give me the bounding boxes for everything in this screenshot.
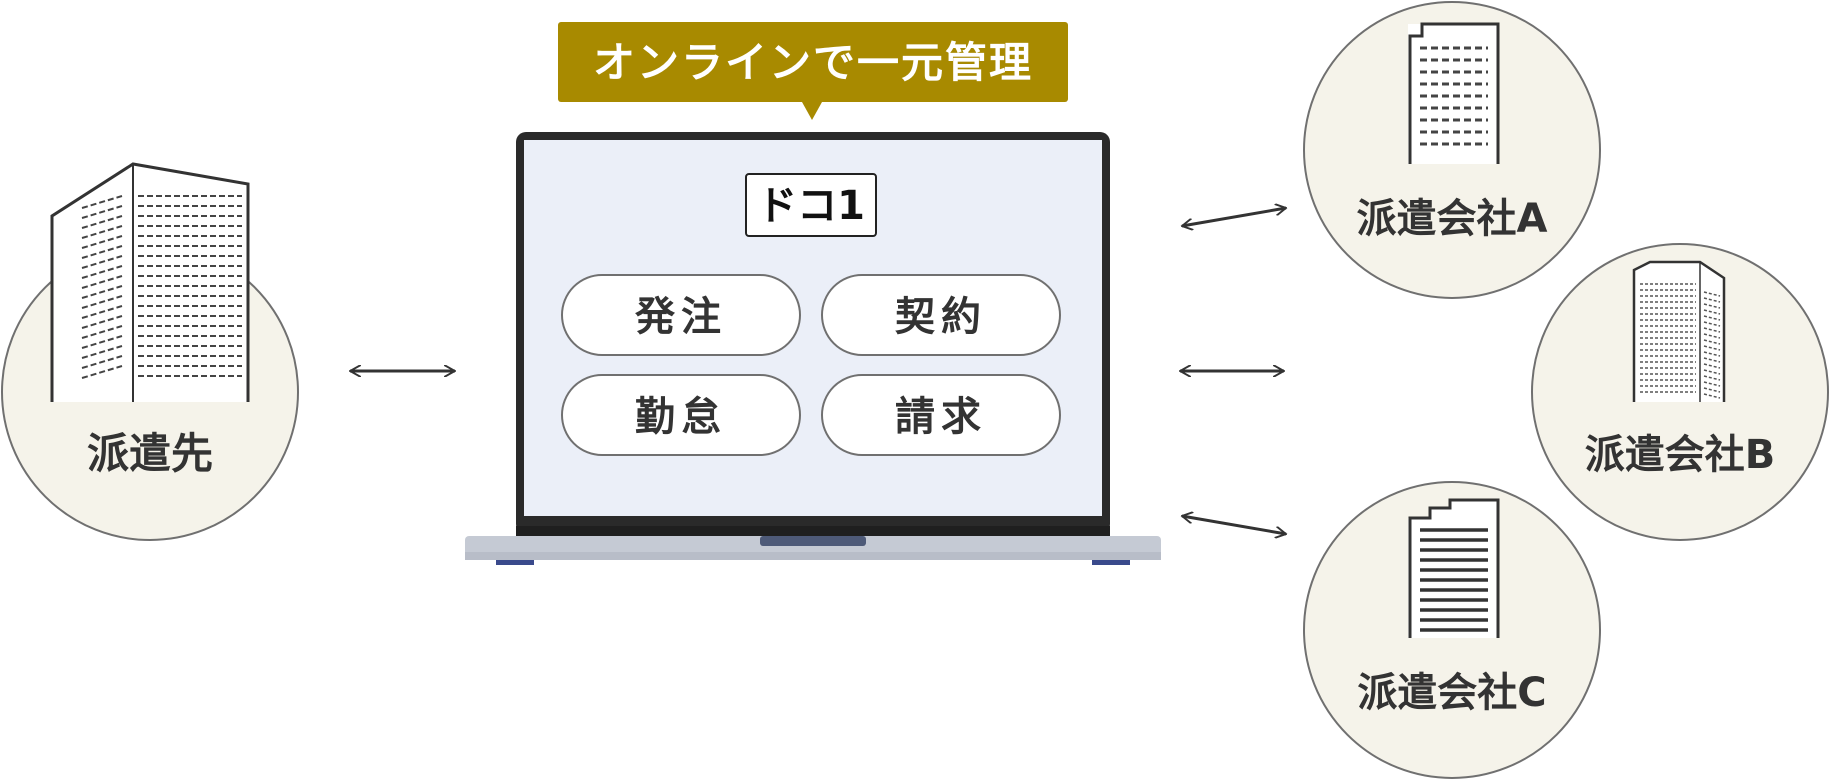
building-window-row (81, 315, 123, 329)
arrow-laptop-agency-a (1182, 208, 1286, 226)
building-window-row (81, 335, 123, 349)
building-window-row (1703, 345, 1721, 351)
building-window-row (1703, 321, 1721, 327)
building-window-row (1703, 315, 1721, 321)
building-window-row (81, 195, 123, 209)
client-node: 派遣先 (1, 162, 299, 541)
building-icon (1632, 260, 1726, 402)
building-icon (1408, 22, 1500, 164)
banner: オンラインで一元管理 (558, 22, 1068, 120)
logo-box (745, 173, 877, 237)
building-window-row (1703, 375, 1721, 381)
building-window-row (81, 305, 123, 319)
building-icon (50, 162, 250, 402)
building-window-row (81, 365, 123, 379)
building-window-row (81, 275, 123, 289)
logo: ドコ1 (745, 173, 877, 237)
banner-box (558, 22, 1068, 102)
menu-attendance-label: 勤怠 (635, 394, 727, 440)
building-window-row (1703, 339, 1721, 345)
menu-attendance-pill[interactable] (561, 374, 801, 456)
agency-c-node: 派遣会社C (1303, 481, 1601, 779)
building-window-row (81, 235, 123, 249)
building-window-row (81, 285, 123, 299)
menu-billing-pill[interactable] (821, 374, 1061, 456)
building-window-row (81, 215, 123, 229)
agency-a-label: 派遣会社A (1357, 196, 1548, 242)
building-icon (1408, 498, 1500, 638)
menu-billing-label: 請求 (895, 394, 987, 440)
building-window-row (1703, 309, 1721, 315)
client-label: 派遣先 (87, 429, 213, 478)
building-window-row (1703, 393, 1721, 399)
building-window-row (81, 245, 123, 259)
building-window-row (81, 325, 123, 339)
building-window-row (1703, 303, 1721, 309)
laptop: ドコ1 発注 契約 勤怠 請求 (465, 132, 1161, 565)
building-window-row (1703, 291, 1721, 297)
menu-order-label: 発注 (635, 294, 727, 340)
logo-text: ドコ1 (757, 183, 865, 229)
building-window-row (81, 205, 123, 219)
menu-billing[interactable]: 請求 (821, 374, 1061, 456)
building-window-row (1703, 357, 1721, 363)
building-window-row (81, 255, 123, 269)
banner-text: オンラインで一元管理 (593, 38, 1033, 87)
menu-contract-pill[interactable] (821, 274, 1061, 356)
building-window-row (81, 345, 123, 359)
agency-a-node: 派遣会社A (1303, 1, 1601, 299)
menu-contract-label: 契約 (895, 294, 987, 340)
agency-b-node: 派遣会社B (1531, 243, 1829, 541)
building-window-row (1703, 387, 1721, 393)
building-window-row (81, 355, 123, 369)
building-window-row (1703, 327, 1721, 333)
agency-b-label: 派遣会社B (1585, 432, 1776, 478)
menu-order[interactable]: 発注 (561, 274, 801, 356)
menu-attendance[interactable]: 勤怠 (561, 374, 801, 456)
building-window-row (1703, 363, 1721, 369)
menu-contract[interactable]: 契約 (821, 274, 1061, 356)
menu-order-pill[interactable] (561, 274, 801, 356)
building-window-row (1703, 333, 1721, 339)
building-window-row (81, 295, 123, 309)
building-window-row (1703, 351, 1721, 357)
building-window-row (81, 225, 123, 239)
building-window-row (1703, 381, 1721, 387)
building-window-row (1703, 369, 1721, 375)
building-window-row (1703, 297, 1721, 303)
arrow-laptop-agency-c (1182, 516, 1286, 534)
building-window-row (81, 265, 123, 279)
agency-c-label: 派遣会社C (1357, 670, 1546, 716)
